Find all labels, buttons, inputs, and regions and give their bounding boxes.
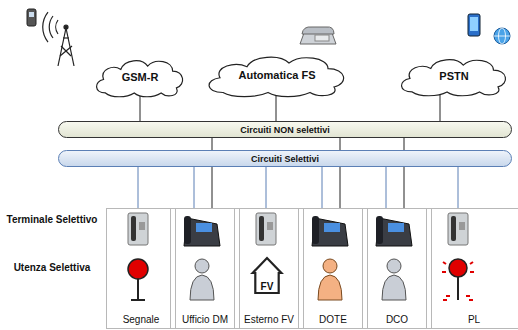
user-column: Ufficio DM: [170, 208, 240, 329]
antenna-icon: [43, 12, 74, 66]
circuit-line: [340, 138, 341, 208]
user-label: DOTE: [299, 314, 367, 325]
person-icon: [318, 259, 342, 300]
person-icon: [382, 259, 406, 300]
user-column: Segnale: [106, 208, 176, 329]
circuit-line: [386, 167, 387, 208]
circuit-line: [322, 167, 323, 208]
circuit-line: [266, 167, 267, 208]
circuit-line: [440, 94, 441, 121]
circuit-line: [212, 138, 213, 208]
network-cloud: PSTN: [396, 55, 512, 97]
circuit-line: [138, 167, 139, 208]
node-label: Automatica FS: [238, 69, 315, 81]
building-icon: FV: [249, 255, 285, 295]
mobile-phone-icon: [27, 9, 36, 26]
ip-phone-icon: [376, 216, 412, 246]
circuit-line: [276, 95, 277, 121]
network-cloud: GSM-R: [92, 56, 188, 98]
user-label: Segnale: [107, 314, 175, 325]
user-label: PL: [427, 314, 518, 325]
node-label: Circuiti NON selettivi: [240, 125, 330, 135]
circuit-bus: Circuiti NON selettivi: [58, 121, 512, 138]
smartphone-icon: [468, 14, 480, 36]
network-cloud: Automatica FS: [202, 52, 352, 98]
node-label: Circuiti Selettivi: [251, 154, 319, 164]
circuit-bus: Circuiti Selettivi: [58, 150, 512, 167]
user-column: Esterno FV FV: [234, 208, 304, 329]
globe-icon: [494, 28, 510, 44]
row-label: Terminale Selettivo: [6, 214, 98, 225]
row-label: Utenza Selettiva: [6, 262, 98, 273]
user-column: DCO: [362, 208, 432, 329]
icon-label: FV: [261, 281, 274, 292]
user-column: PL: [426, 208, 518, 329]
wall-phone-icon: [128, 213, 148, 245]
ip-phone-icon: [312, 216, 348, 246]
user-column: DOTE: [298, 208, 368, 329]
node-label: PSTN: [439, 70, 468, 82]
user-label: Esterno FV: [235, 314, 303, 325]
user-label: Ufficio DM: [171, 314, 239, 325]
circuit-line: [458, 167, 459, 208]
signal-icon: [128, 259, 148, 300]
circuit-line: [140, 95, 141, 121]
wall-phone-icon: [256, 213, 276, 245]
level-crossing-icon: [442, 259, 474, 300]
user-label: DCO: [363, 314, 431, 325]
desk-phone-icon: [300, 27, 336, 44]
circuit-line: [194, 167, 195, 208]
node-label: GSM-R: [122, 71, 159, 83]
person-icon: [190, 259, 214, 300]
circuit-line: [404, 138, 405, 208]
wall-phone-icon: [448, 213, 468, 245]
ip-phone-icon: [184, 216, 220, 246]
